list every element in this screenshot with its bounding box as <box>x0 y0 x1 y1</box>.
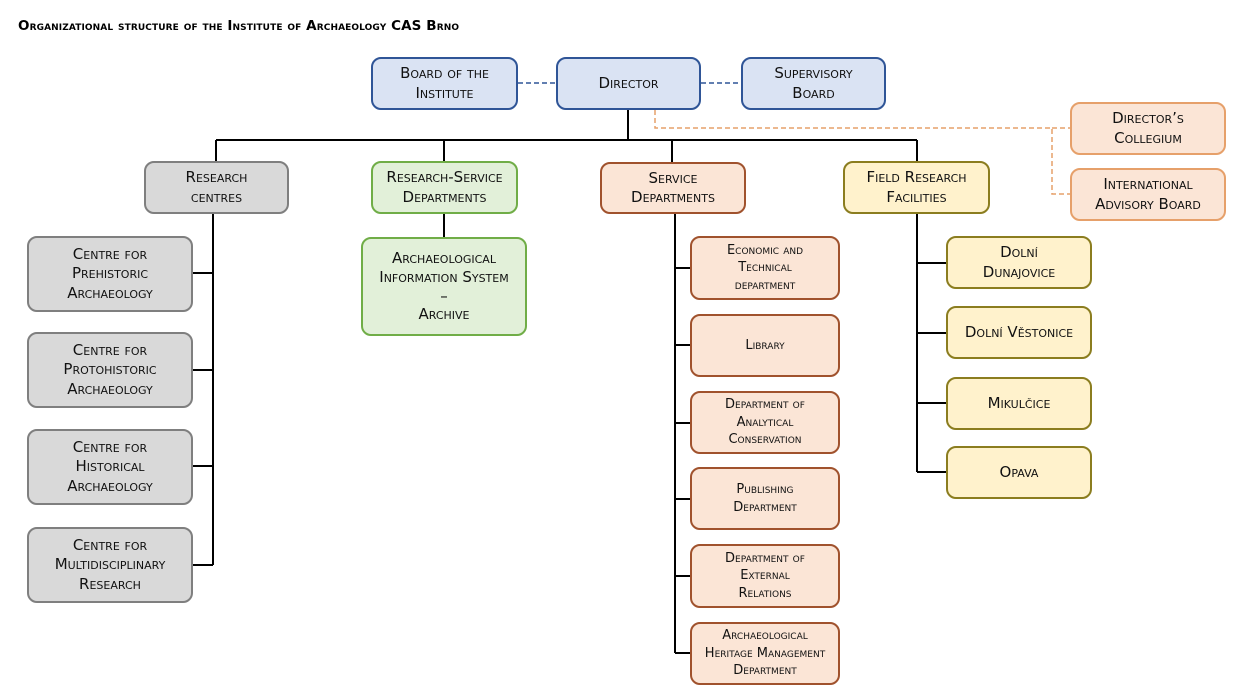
field-research-header: Field Research Facilities <box>843 161 990 214</box>
archaeological-information-system-box: Archaeological Information System – Arch… <box>361 237 527 336</box>
economic-technical-dept-box: Economic and Technical department <box>690 236 840 300</box>
publishing-dept-box: Publishing Department <box>690 467 840 530</box>
library-box: Library <box>690 314 840 377</box>
research-service-header: Research-Service Departments <box>371 161 518 214</box>
centre-multidisciplinary-box: Centre for Multidisciplinary Research <box>27 527 193 603</box>
director-box: Director <box>556 57 701 110</box>
supervisory-board-box: Supervisory Board <box>741 57 886 110</box>
centre-protohistoric-box: Centre for Protohistoric Archaeology <box>27 332 193 408</box>
service-departments-header: Service Departments <box>600 162 746 214</box>
international-advisory-board-box: International Advisory Board <box>1070 168 1226 221</box>
analytical-conservation-dept-box: Department of Analytical Conservation <box>690 391 840 454</box>
opava-box: Opava <box>946 446 1092 499</box>
external-relations-dept-box: Department of External Relations <box>690 544 840 608</box>
mikulcice-box: Mikulčice <box>946 377 1092 430</box>
centre-prehistoric-box: Centre for Prehistoric Archaeology <box>27 236 193 312</box>
advisory-connector <box>654 110 1070 195</box>
page-title: Organizational structure of the Institut… <box>18 18 460 34</box>
dolni-dunajovice-box: Dolní Dunajovice <box>946 236 1092 289</box>
research-centres-header: Research centres <box>144 161 289 214</box>
centre-historical-box: Centre for Historical Archaeology <box>27 429 193 505</box>
board-of-institute-box: Board of the Institute <box>371 57 518 110</box>
directors-collegium-box: Director’s Collegium <box>1070 102 1226 155</box>
dolni-vestonice-box: Dolní Věstonice <box>946 306 1092 359</box>
heritage-management-dept-box: Archaeological Heritage Management Depar… <box>690 622 840 685</box>
